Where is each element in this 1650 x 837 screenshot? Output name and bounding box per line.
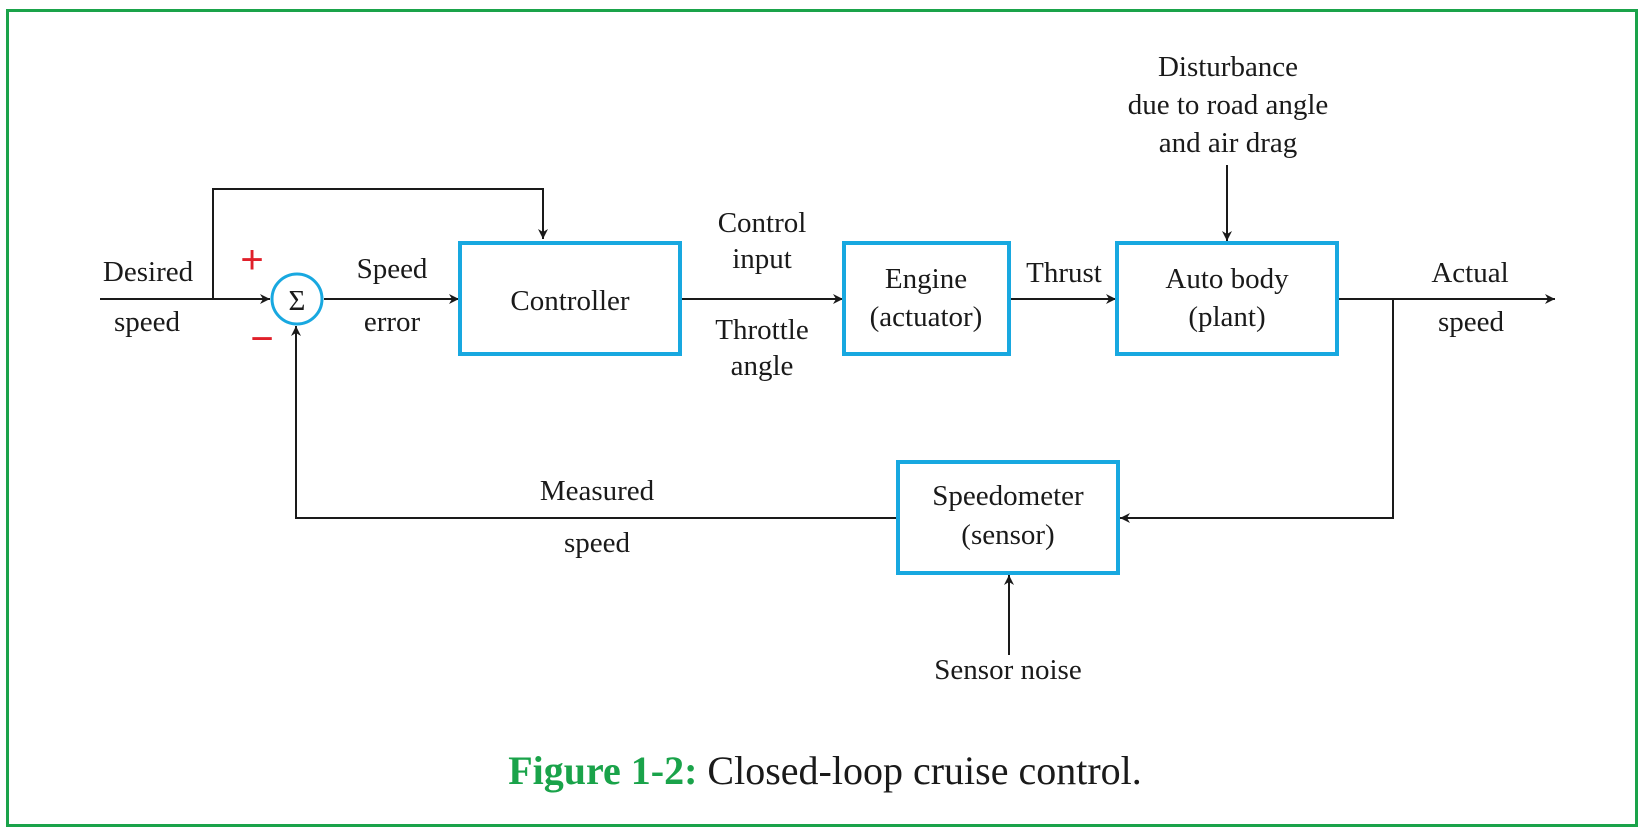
control-input-label-line2: input — [732, 243, 792, 275]
measured-speed-label-line1: Measured — [540, 475, 655, 507]
auto-body-label-line1: Auto body — [1165, 263, 1289, 295]
summing-circle — [270, 272, 324, 326]
plus-sign: + — [240, 238, 263, 282]
measured-speed-label-line2: speed — [564, 527, 631, 559]
caption-text-space — [697, 748, 707, 793]
thrust-label: Thrust — [1026, 257, 1102, 289]
disturbance-label-line2: due to road angle — [1128, 89, 1329, 121]
throttle-angle-label-line2: angle — [731, 350, 794, 382]
controller-block: Controller — [458, 241, 682, 356]
desired-speed-label-line1: Desired — [103, 256, 194, 288]
summing-junction: Σ + − — [240, 238, 324, 361]
speedometer-label-line1: Speedometer — [932, 480, 1084, 512]
auto-body-label-line2: (plant) — [1188, 301, 1265, 333]
engine-label-line2: (actuator) — [870, 301, 983, 333]
engine-label-line1: Engine — [885, 263, 967, 295]
speedometer-block: Speedometer (sensor) — [896, 460, 1120, 575]
figure-caption: Figure 1-2: Closed-loop cruise control. — [508, 748, 1142, 793]
caption-text: Closed-loop cruise control. — [707, 748, 1141, 793]
speed-error-label-line2: error — [364, 306, 421, 338]
auto-body-block: Auto body (plant) — [1115, 241, 1339, 356]
engine-block: Engine (actuator) — [842, 241, 1011, 356]
actual-speed-label-line2: speed — [1438, 306, 1505, 338]
engine-box — [842, 241, 1011, 356]
signal-labels: Desired speed Speed error Control input … — [103, 51, 1509, 686]
speedometer-label-line2: (sensor) — [961, 519, 1054, 551]
measured-speed-wire — [291, 326, 899, 519]
signal-wires — [100, 165, 1555, 655]
control-input-label-line1: Control — [718, 207, 807, 239]
disturbance-label-line1: Disturbance — [1158, 51, 1298, 83]
sensor-noise-label: Sensor noise — [934, 654, 1081, 686]
auto-body-box — [1115, 241, 1339, 356]
sigma-symbol: Σ — [289, 285, 306, 317]
speedometer-box — [896, 460, 1120, 575]
caption-label: Figure 1-2: — [508, 748, 697, 793]
feedback-plant-wire — [1120, 299, 1394, 523]
desired-speed-label-line2: speed — [114, 306, 181, 338]
feedforward-wire — [212, 188, 548, 299]
throttle-angle-label-line1: Throttle — [715, 314, 808, 346]
controller-label: Controller — [510, 285, 630, 317]
minus-sign: − — [250, 317, 273, 361]
actual-speed-label-line1: Actual — [1431, 257, 1508, 289]
figure-frame — [6, 9, 1638, 827]
controller-box — [458, 241, 682, 356]
disturbance-label-line3: and air drag — [1159, 127, 1298, 159]
speed-error-label-line1: Speed — [357, 253, 428, 285]
